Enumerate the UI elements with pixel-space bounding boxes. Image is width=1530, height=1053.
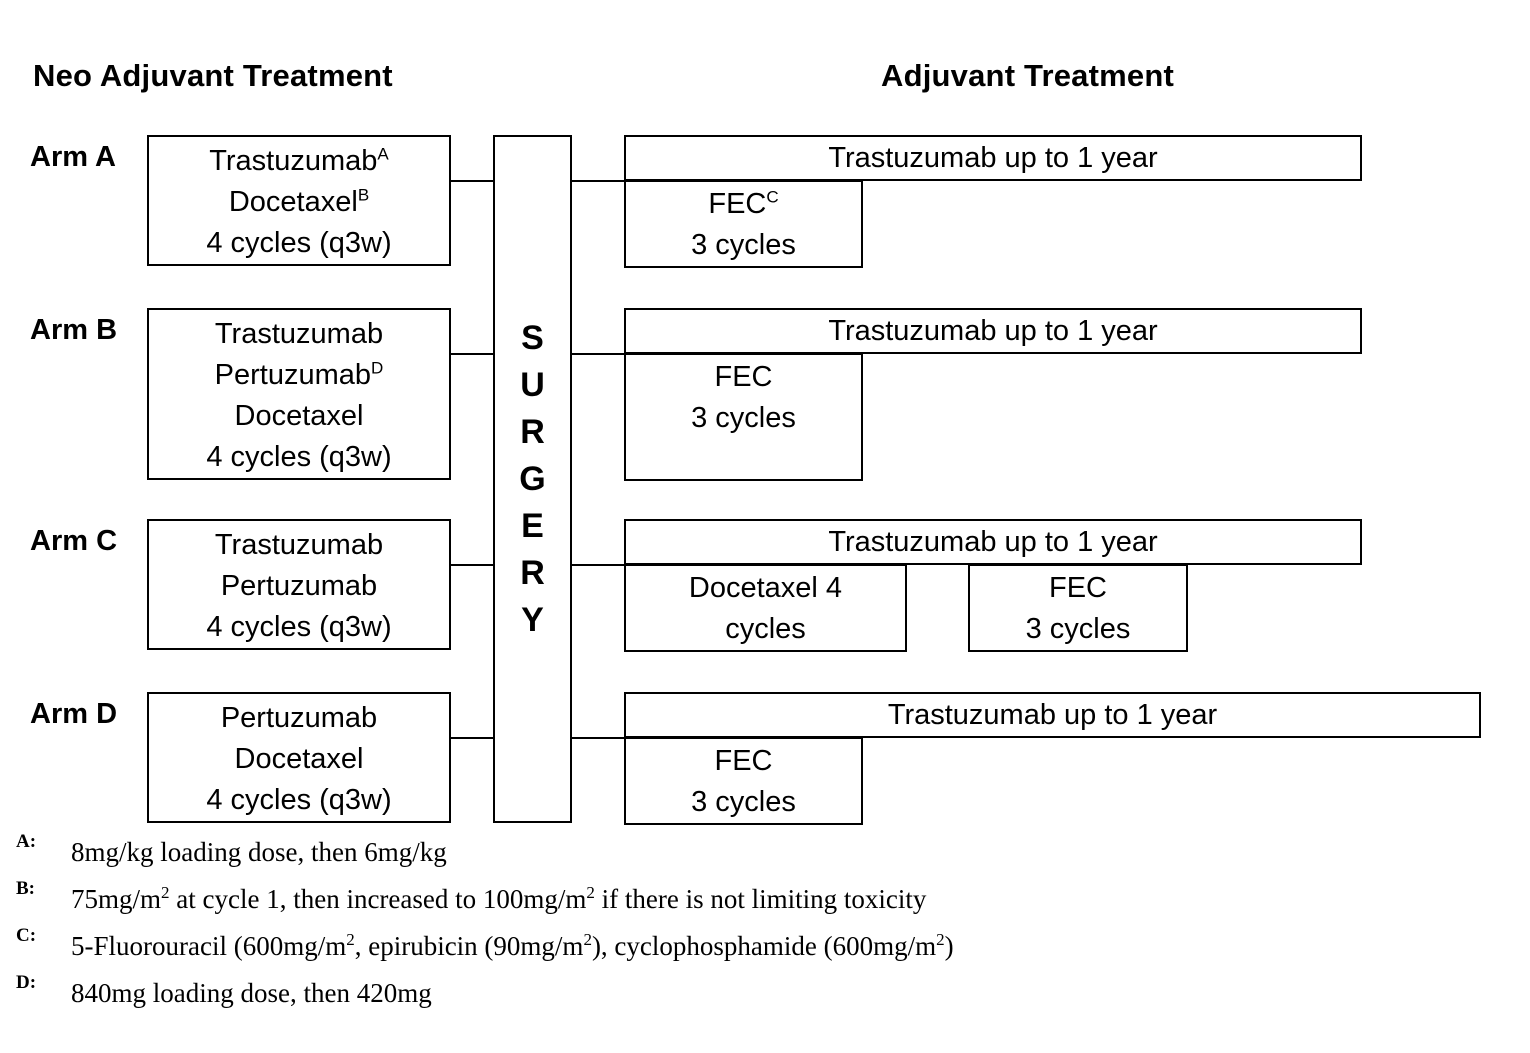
box-text-line: Docetaxel — [234, 743, 364, 775]
adjuvant-chemo-box-arm-c-2: FEC 3 cycles — [968, 564, 1188, 652]
connector-surgery-to-adjuvant-b — [571, 353, 625, 355]
box-text-line: FECC — [708, 187, 779, 220]
box-text-line: Docetaxel — [234, 400, 364, 432]
footnote-text: 75mg/m2 at cycle 1, then increased to 10… — [71, 883, 927, 914]
arm-label-d: Arm D — [30, 698, 118, 730]
connector-arm-c-to-surgery — [451, 564, 494, 566]
footnote-marker-superscript: C — [766, 187, 779, 207]
surgery-letter: Y — [521, 600, 544, 639]
footnote-text: 5-Fluorouracil (600mg/m2, epirubicin (90… — [71, 930, 954, 961]
connector-arm-a-to-surgery — [451, 180, 494, 182]
footnote-marker: B: — [16, 878, 35, 899]
footnote-marker: A: — [16, 831, 37, 852]
footnote-text: 840mg loading dose, then 420mg — [71, 978, 432, 1008]
exponent-superscript: 2 — [936, 930, 945, 949]
connector-surgery-to-adjuvant-c — [571, 564, 625, 566]
footnote-marker-superscript: A — [377, 144, 389, 164]
footnote-text: 8mg/kg loading dose, then 6mg/kg — [71, 837, 447, 867]
exponent-superscript: 2 — [586, 883, 595, 902]
box-text-line: FEC — [1049, 572, 1107, 604]
adjuvant-chemo-box-arm-d-1: FEC 3 cycles — [624, 737, 863, 825]
connector-arm-d-to-surgery — [451, 737, 494, 739]
footnote-marker: D: — [16, 972, 37, 993]
exponent-superscript: 2 — [161, 883, 170, 902]
box-text-line: 3 cycles — [1025, 613, 1131, 645]
maintenance-bar-arm-d: Trastuzumab up to 1 year — [624, 692, 1481, 738]
box-text-line: 4 cycles (q3w) — [206, 441, 392, 473]
surgery-letter: S — [521, 318, 544, 357]
connector-surgery-to-adjuvant-d — [571, 737, 625, 739]
connector-surgery-to-adjuvant-a — [571, 180, 625, 182]
maintenance-bar-arm-c: Trastuzumab up to 1 year — [624, 519, 1362, 565]
box-text-line: Trastuzumab up to 1 year — [887, 699, 1218, 731]
box-text-line: 3 cycles — [691, 229, 796, 261]
box-text-line: 3 cycles — [691, 402, 796, 434]
box-text-line: FEC — [714, 745, 773, 777]
footnote-b: B: 75mg/m2 at cycle 1, then increased to … — [16, 878, 1416, 925]
box-text-line: Trastuzumab up to 1 year — [828, 526, 1158, 558]
box-text-line: FEC — [714, 361, 773, 393]
exponent-superscript: 2 — [346, 930, 355, 949]
box-text-line: Pertuzumab — [220, 702, 378, 734]
box-text-line: Trastuzumab — [214, 318, 384, 350]
box-text-line: 3 cycles — [691, 786, 796, 818]
arm-label-b: Arm B — [30, 314, 118, 346]
adjuvant-column-heading: Adjuvant Treatment — [881, 58, 1174, 93]
connector-arm-b-to-surgery — [451, 353, 494, 355]
footnote-c: C: 5-Fluorouracil (600mg/m2, epirubicin (… — [16, 925, 1416, 972]
adjuvant-chemo-box-arm-a-1: FECC 3 cycles — [624, 180, 863, 268]
box-text-line: 4 cycles (q3w) — [206, 227, 392, 259]
box-text-line: cycles — [725, 613, 806, 645]
box-text-line: 4 cycles (q3w) — [206, 611, 392, 643]
footnote-marker-superscript: B — [357, 185, 370, 205]
surgery-letter: G — [519, 459, 546, 498]
surgery-letter: R — [520, 553, 545, 592]
surgery-letter: E — [521, 506, 544, 545]
box-text-line: Trastuzumab — [214, 529, 384, 561]
exponent-superscript: 2 — [583, 930, 592, 949]
box-text-line: Pertuzumab — [220, 570, 378, 602]
arm-label-a: Arm A — [30, 141, 116, 173]
box-text-line: Trastuzumab up to 1 year — [828, 142, 1158, 174]
maintenance-bar-arm-b: Trastuzumab up to 1 year — [624, 308, 1362, 354]
footnote-a: A: 8mg/kg loading dose, then 6mg/kg — [16, 831, 1416, 878]
neoadjuvant-column-heading: Neo Adjuvant Treatment — [33, 58, 393, 93]
box-text-line: Docetaxel 4 — [688, 572, 843, 604]
adjuvant-chemo-box-arm-c-1: Docetaxel 4 cycles — [624, 564, 907, 652]
surgery-letter: U — [520, 365, 545, 404]
neoadjuvant-box-arm-a: TrastuzumabA DocetaxelB 4 cycles (q3w) — [147, 135, 451, 266]
footnote-marker-superscript: D — [371, 358, 384, 378]
arm-label-c: Arm C — [30, 525, 118, 557]
surgery-letter: R — [520, 412, 545, 451]
footnote-d: D: 840mg loading dose, then 420mg — [16, 972, 1416, 1019]
box-text-line: PertuzumabD — [214, 358, 384, 391]
box-text-line: 4 cycles (q3w) — [206, 784, 392, 816]
box-text-line: TrastuzumabA — [209, 144, 389, 177]
maintenance-bar-arm-a: Trastuzumab up to 1 year — [624, 135, 1362, 181]
adjuvant-chemo-box-arm-b-1: FEC 3 cycles — [624, 353, 863, 481]
footnote-marker: C: — [16, 925, 37, 946]
box-text-line: DocetaxelB — [228, 185, 370, 218]
box-text-line: Trastuzumab up to 1 year — [828, 315, 1158, 347]
